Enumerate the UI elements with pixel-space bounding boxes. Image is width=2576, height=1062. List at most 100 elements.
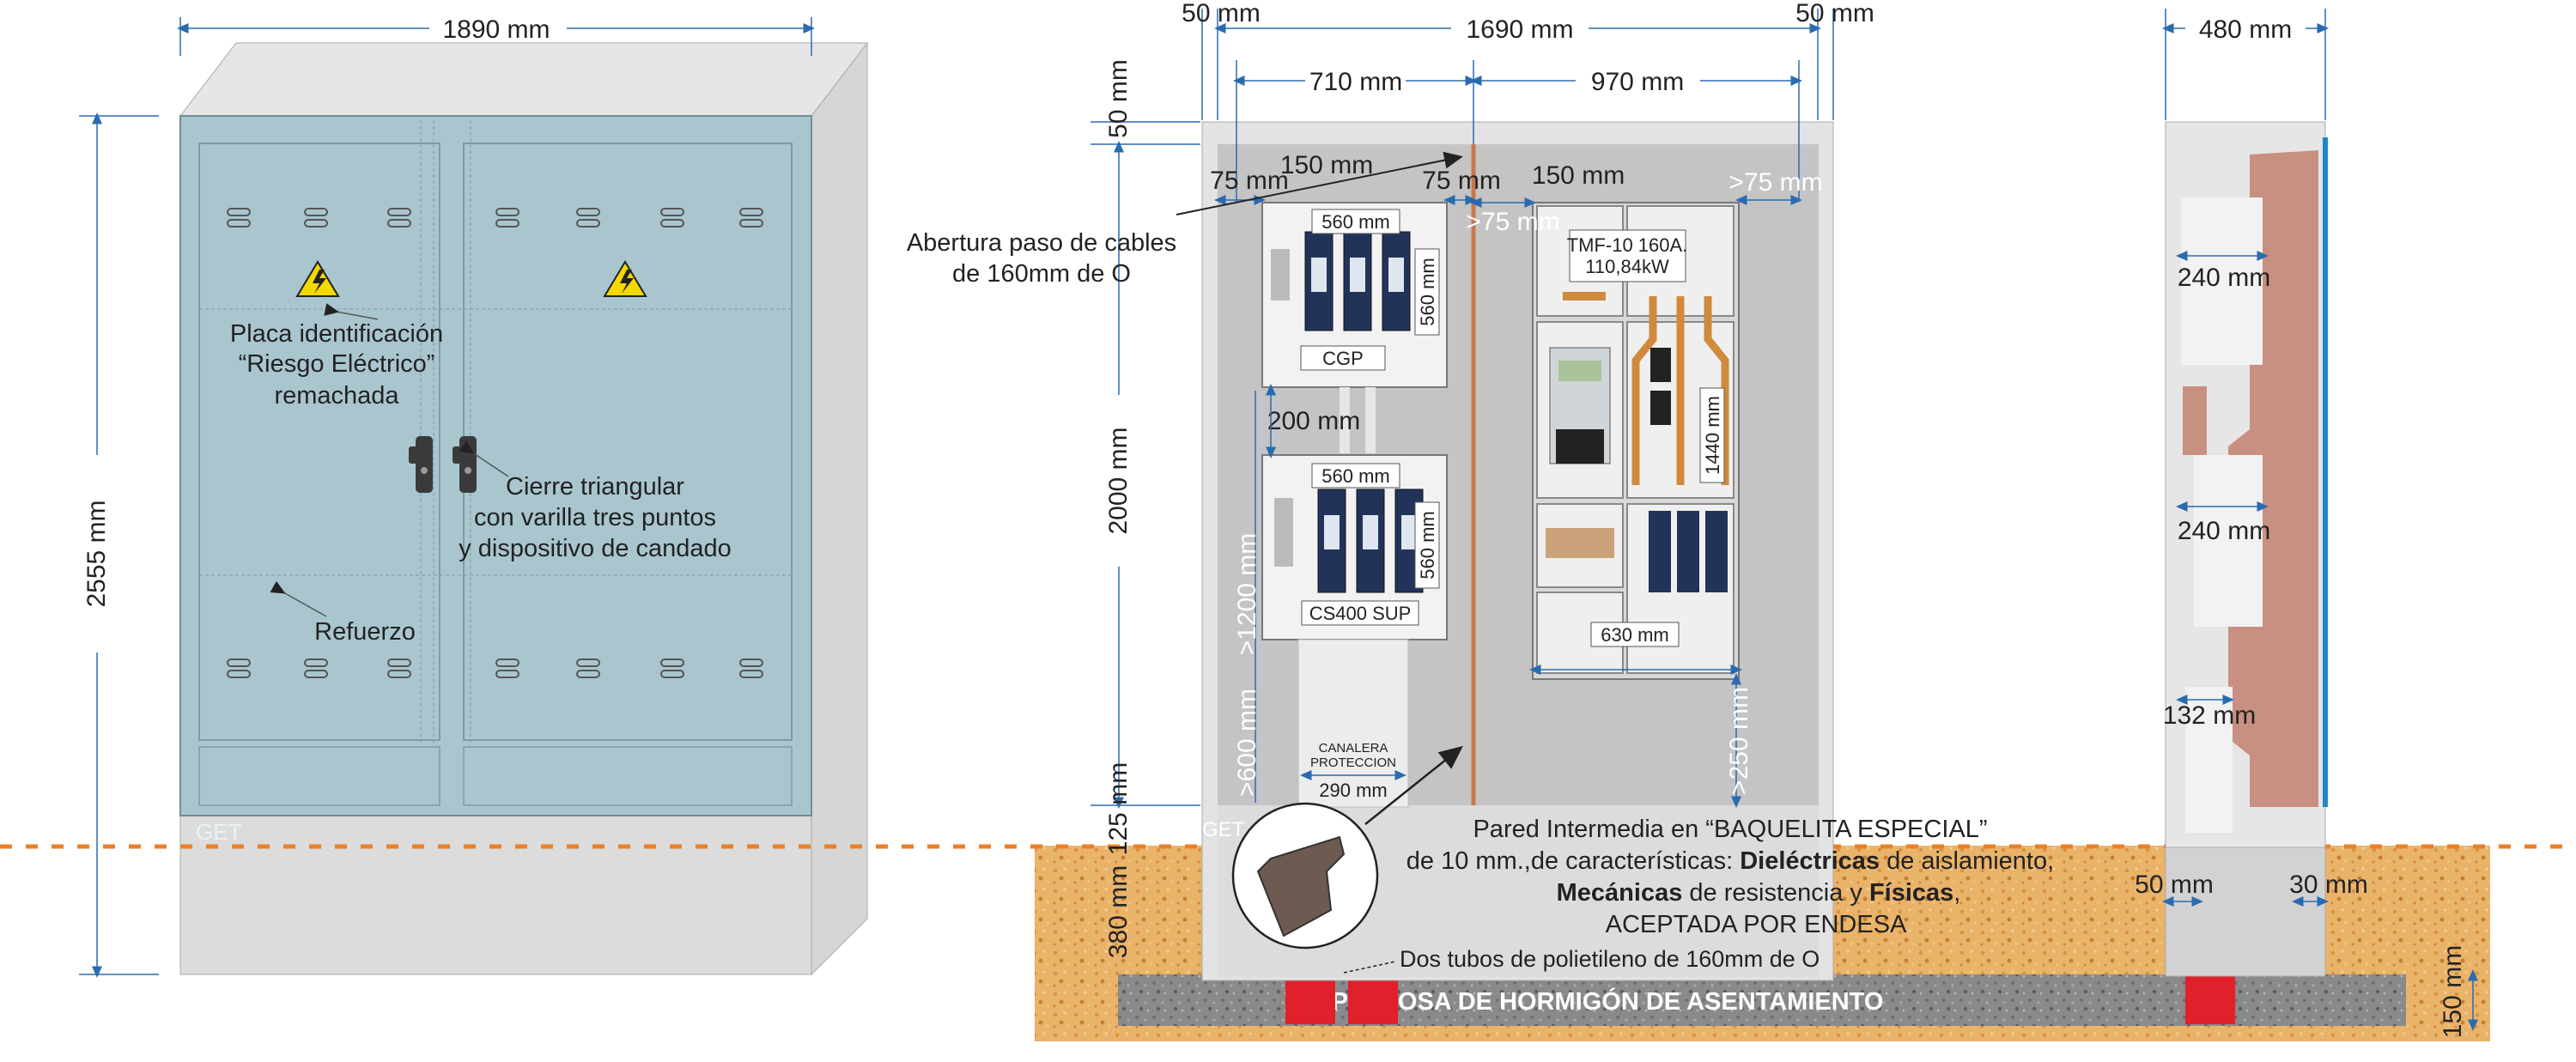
top-margin-dim: 50 mm [1104,59,1133,138]
partition-note-3c: Físicas [1869,879,1953,907]
tube-side [2185,976,2235,1024]
gap-150-right: 150 mm [1532,161,1625,190]
reinforcement-text: Refuerzo [314,618,416,646]
interior-brand-logo: GET [1202,818,1245,841]
partition-note-2: de 10 mm.,de características: Dieléctric… [1406,847,2054,875]
left-section-dim: 710 mm [1309,68,1402,96]
gap-200: 200 mm [1267,407,1360,435]
partition-note-1: Pared Intermedia en “BAQUELITA ESPECIAL” [1473,816,1987,843]
label-plate-leader [324,303,379,320]
partition-detail-leader [1364,745,1463,825]
gap-150-left: 150 mm [1280,151,1373,179]
meter-width-dim: 630 mm [1601,624,1668,646]
cable-opening-leader [1176,151,1463,215]
cs400-label: CS400 SUP [1309,603,1412,624]
partition-note-3d: , [1953,879,1960,907]
side-shelf-1 [2181,197,2263,365]
slab-label: PRELOSA DE HORMIGÓN DE ASENTAMIENTO [1332,986,1884,1016]
tube-2 [1348,976,1398,1024]
partition-detail-circle [1231,802,1379,950]
tubes-leader [1343,961,1396,974]
interior-view: 560 mm CGP 560 mm 560 mm CS400 SUP 560 m… [907,0,2054,981]
front-height-dim: 2555 mm [82,500,111,607]
slab-height-dim: 150 mm [2439,945,2467,1038]
front-width-dim: 1890 mm [442,15,550,44]
lock-leader [459,440,509,477]
base-125-dim: 125 mm [1104,762,1133,855]
right-section-dim: 970 mm [1591,68,1684,96]
height-gt600-dim: >600 mm [1233,689,1261,797]
canalera-width-dim: 290 mm [1319,780,1387,801]
side-shelf1-dim: 240 mm [2178,264,2270,292]
meter-width-box [1590,622,1680,647]
reinforcement-leader [270,580,327,617]
warning-sign-icon [603,260,647,297]
vent-slots-bottom [227,658,763,678]
cgp-width-dim: 560 mm [1321,211,1389,233]
cs400-height-dim: 560 mm [1417,511,1438,579]
side-plinth [2165,847,2326,977]
height-2000-dim: 2000 mm [1104,427,1133,534]
tubes-note: Dos tubos de polietileno de 160mm de O [1400,946,1820,972]
side-bottom-left-dim: 50 mm [2135,871,2214,899]
tube-1 [1285,976,1335,1024]
cgp-height-box [1414,248,1440,336]
meter-height-dim: 1440 mm [1702,396,1723,475]
cabinet-top-face [179,42,869,117]
tmf-label-1: TMF-10 160A. [1567,234,1688,256]
side-shelf3-dim: 132 mm [2163,701,2256,730]
lock-text-2: con varilla tres puntos [474,504,716,531]
side-view: 240 mm 240 mm 132 mm 480 mm 50 mm 30 mm … [2135,9,2478,1038]
lock-text-1: Cierre triangular [506,473,684,501]
gap-75-mid: 75 mm [1422,167,1501,195]
cs400-label-box [1301,600,1419,626]
busbar-connector [1340,387,1350,453]
cgp-label: CGP [1322,348,1364,369]
partition-note-2a: de 10 mm.,de características: [1406,847,1740,875]
side-shelf2-dim: 240 mm [2178,517,2270,545]
partition-note-3: Mecánicas de resistencia y Físicas, [1557,879,1961,907]
vent-slots-top [227,208,763,228]
cabinet-plinth [179,815,812,975]
lock-text-3: y dispositivo de candado [459,535,732,562]
partition-note-4: ACEPTADA POR ENDESA [1606,911,1907,938]
side-shelf-3 [2185,687,2233,833]
side-shelf-2 [2194,455,2263,627]
meter-height-box [1699,387,1725,483]
cabinet-side-face [811,41,868,976]
partition-note-3b: de resistencia y [1682,879,1869,907]
label-plate-text-3: remachada [274,382,399,410]
left-door-bottom [198,746,440,806]
inner-width-dim: 1690 mm [1466,15,1573,44]
height-gt1200-dim: >1200 mm [1233,533,1261,656]
cs400-width-dim: 560 mm [1321,465,1389,487]
label-plate-text-1: Placa identificación [230,320,443,348]
cabinet-front [179,115,812,816]
canalera-text-2: PROTECCION [1310,756,1396,770]
brand-logo: GET [196,819,242,845]
left-door [198,143,440,741]
warning-sign-icon [295,260,340,297]
cgp-label-box [1300,345,1386,371]
cs400-width-box [1311,463,1400,489]
tmf-label-box [1569,229,1686,282]
left-margin-dim: 50 mm [1182,0,1261,27]
cable-opening-text-1: Abertura paso de cables [907,229,1176,257]
right-margin-dim: 50 mm [1795,0,1874,27]
front-view: Placa identificación “Riesgo Eléctrico” … [79,15,869,978]
cgp-width-box [1311,209,1400,234]
height-gt250-dim: >250 mm [1725,687,1753,795]
gap-75-left: 75 mm [1210,167,1289,195]
busbar-connector [1365,387,1376,453]
partition-note-2b: Dieléctricas [1740,847,1880,875]
partition-note-3a: Mecánicas [1557,879,1683,907]
cs400-height-box [1414,501,1440,589]
label-plate-text-2: “Riesgo Eléctrico” [239,350,435,378]
gap-gt75-mid: >75 mm [1466,208,1559,236]
canalera-text-1: CANALERA [1319,741,1388,756]
cable-opening-text-2: de 160mm de O [952,260,1131,288]
cgp-height-dim: 560 mm [1417,258,1438,325]
side-partition-piece [2183,386,2207,455]
side-depth-dim: 480 mm [2199,15,2292,44]
